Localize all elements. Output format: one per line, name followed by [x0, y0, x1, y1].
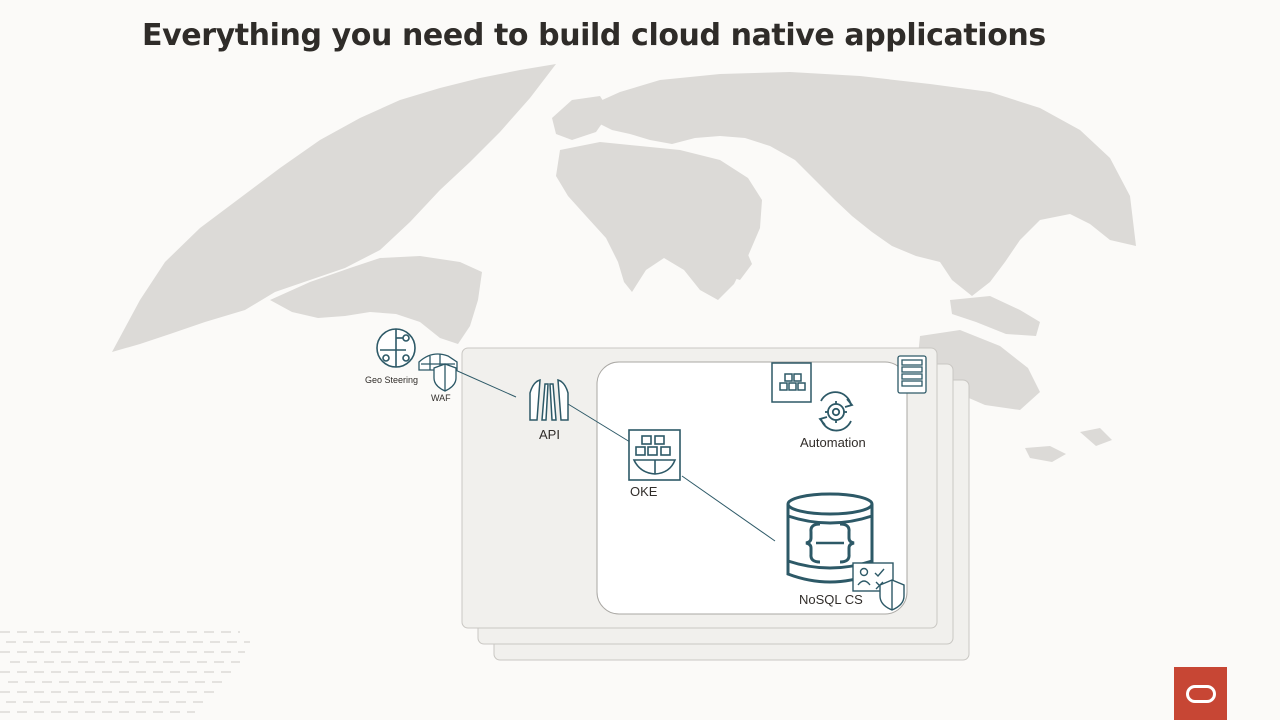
nosql-label: NoSQL CS — [799, 592, 863, 607]
api-gateway-icon — [529, 378, 569, 421]
automation-label: Automation — [800, 435, 866, 450]
globe-routing-icon — [376, 328, 416, 368]
world-map — [112, 64, 1136, 462]
decorative-texture — [0, 631, 250, 713]
gear-cycle-icon — [818, 391, 854, 432]
api-label: API — [539, 427, 560, 442]
slide-title: Everything you need to build cloud nativ… — [142, 18, 1046, 53]
waf-label: WAF — [431, 393, 451, 403]
server-rack-icon — [897, 355, 927, 394]
edge-oke-nosql — [681, 475, 776, 542]
container-registry-icon — [771, 362, 812, 403]
edges — [452, 368, 776, 542]
edge-waf-api — [452, 368, 517, 398]
firewall-shield-icon — [418, 353, 458, 392]
geo-steering-label: Geo Steering — [365, 375, 419, 385]
oracle-logo-ring — [1186, 685, 1216, 703]
identity-shield-icon — [852, 562, 905, 611]
oke-label: OKE — [630, 484, 658, 499]
database-braces-icon — [786, 492, 874, 584]
container-ship-icon — [628, 429, 681, 481]
oracle-logo-icon — [1174, 667, 1227, 720]
edge-api-oke — [567, 403, 631, 443]
